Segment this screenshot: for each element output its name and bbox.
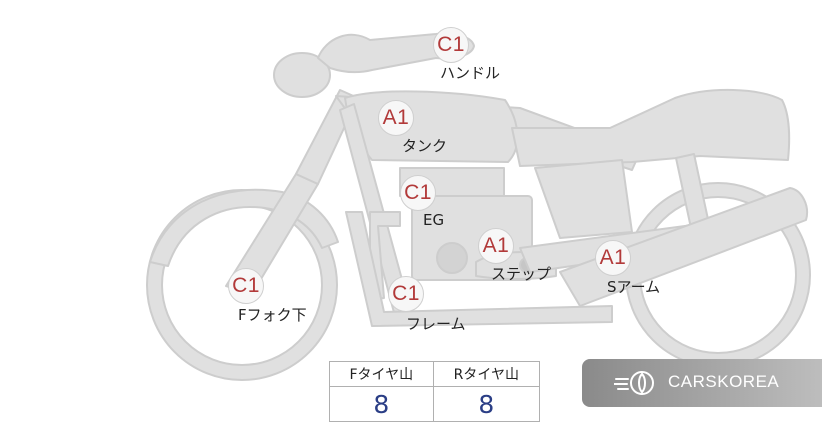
front-fork-grade-badge: C1	[228, 268, 264, 304]
front-tire-value: 8	[329, 386, 434, 422]
carskorea-logo-icon	[614, 371, 654, 395]
step-label: ステップ	[491, 265, 552, 283]
logo-text: CARSKOREA	[668, 372, 780, 391]
front-fork-label: Fフォク下	[238, 306, 307, 324]
frame-label: フレーム	[406, 315, 466, 333]
swingarm-label: Sアーム	[607, 278, 661, 296]
handle-label: ハンドル	[440, 64, 501, 82]
step-grade-badge: A1	[478, 228, 514, 264]
carskorea-logo: CARSKOREA	[582, 359, 822, 407]
tank-grade-badge: A1	[378, 100, 414, 136]
engine-grade-badge: C1	[400, 175, 436, 211]
tank-label: タンク	[402, 137, 448, 155]
frame-grade-badge: C1	[388, 276, 424, 312]
handle-grade-badge: C1	[433, 27, 469, 63]
rear-tire-value: 8	[432, 386, 541, 422]
engine-label: EG	[423, 211, 445, 229]
swingarm-grade-badge: A1	[595, 240, 631, 276]
front-tire-header: Fタイヤ山	[329, 361, 434, 387]
tire-tread-table: Fタイヤ山 Rタイヤ山 8 8	[329, 361, 541, 422]
rear-tire-header: Rタイヤ山	[432, 361, 541, 387]
